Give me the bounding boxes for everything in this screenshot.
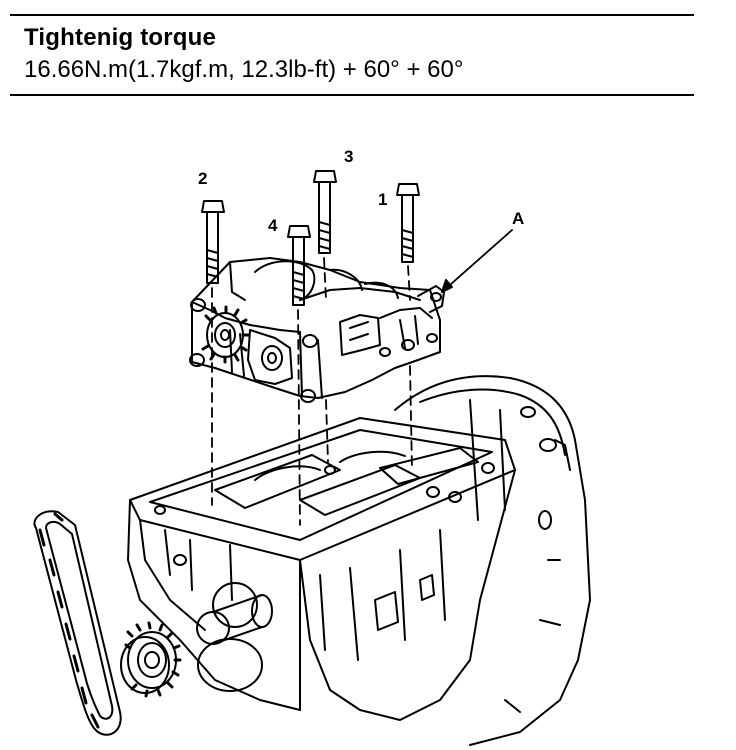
timing-belt [33, 510, 122, 736]
torque-spec-value: 16.66N.m(1.7kgf.m, 12.3lb-ft) + 60° + 60… [24, 56, 464, 83]
callout-bolt-2: 2 [198, 169, 207, 188]
bolt-1 [396, 183, 420, 263]
callout-part-a: A [512, 209, 524, 228]
callout-bolt-1: 1 [378, 190, 387, 209]
bolt-3 [313, 170, 337, 254]
torque-spec-box: Tightenig torque 16.66N.m(1.7kgf.m, 12.3… [10, 14, 694, 96]
callout-bolt-3: 3 [344, 147, 353, 166]
alignment-lines [211, 257, 413, 526]
bolt-2 [201, 200, 225, 284]
engine-block [127, 375, 591, 746]
callout-bolt-4: 4 [268, 216, 278, 235]
balance-shaft-module [189, 257, 445, 403]
bolt-4 [287, 225, 311, 306]
leader-line-a [441, 229, 513, 293]
crankshaft-sprocket [120, 621, 182, 698]
torque-spec-title: Tightenig torque [24, 24, 217, 51]
